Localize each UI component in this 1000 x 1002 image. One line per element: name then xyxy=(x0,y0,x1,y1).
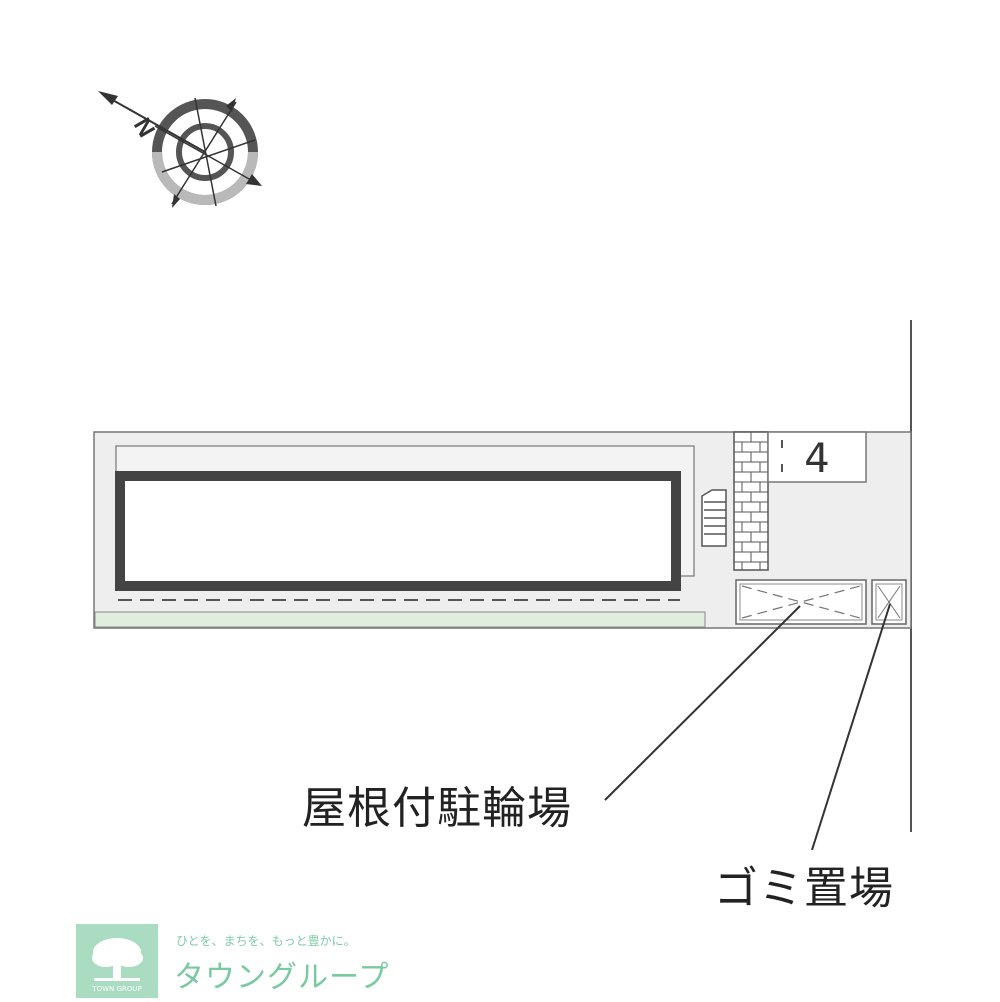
north-arrow-line xyxy=(101,93,206,153)
parking-space-box xyxy=(767,431,867,483)
company-logo: TOWN GROUP ひとを、まちを、もっと豊かに。 タウングループ xyxy=(76,924,416,1000)
compass: N xyxy=(98,91,262,208)
bike-parking-label: 屋根付駐輪場 xyxy=(302,783,572,834)
bike-parking-box xyxy=(735,579,867,625)
trash-area-cross xyxy=(877,585,901,619)
trash-area-label: ゴミ置場 xyxy=(714,863,894,914)
brick-wall xyxy=(733,431,769,571)
parking-space-number: 4 xyxy=(804,436,829,482)
trash-area-inner-box xyxy=(875,583,903,621)
compass-arrow-head xyxy=(172,194,180,208)
bike-parking-leader-line xyxy=(604,605,801,801)
compass-line xyxy=(194,97,217,207)
bike-parking-inner-box xyxy=(739,583,863,621)
compass-arrow-head xyxy=(226,98,236,112)
bike-parking-cross xyxy=(741,585,861,619)
trash-area-leader-line xyxy=(811,603,891,851)
compass-arrow-head xyxy=(246,174,262,186)
logo-tagline: ひとを、まちを、もっと豊かに。 xyxy=(176,934,356,948)
trash-area xyxy=(871,579,907,625)
logo-badge: TOWN GROUP xyxy=(76,924,158,998)
bike-parking-area xyxy=(735,579,867,625)
compass-line xyxy=(161,139,256,173)
green-strip xyxy=(94,611,706,628)
tree-icon xyxy=(92,938,143,981)
bike-parking-cross xyxy=(741,585,861,619)
parking-space: 4 xyxy=(767,431,867,483)
logo-badge-text: TOWN GROUP xyxy=(92,985,142,993)
compass-lower-arc xyxy=(152,151,258,205)
compass-inner-ring xyxy=(176,123,234,181)
logo-name: タウングループ xyxy=(174,960,390,995)
building xyxy=(115,471,681,591)
staircase xyxy=(701,489,727,547)
north-arrow-head xyxy=(98,91,118,105)
